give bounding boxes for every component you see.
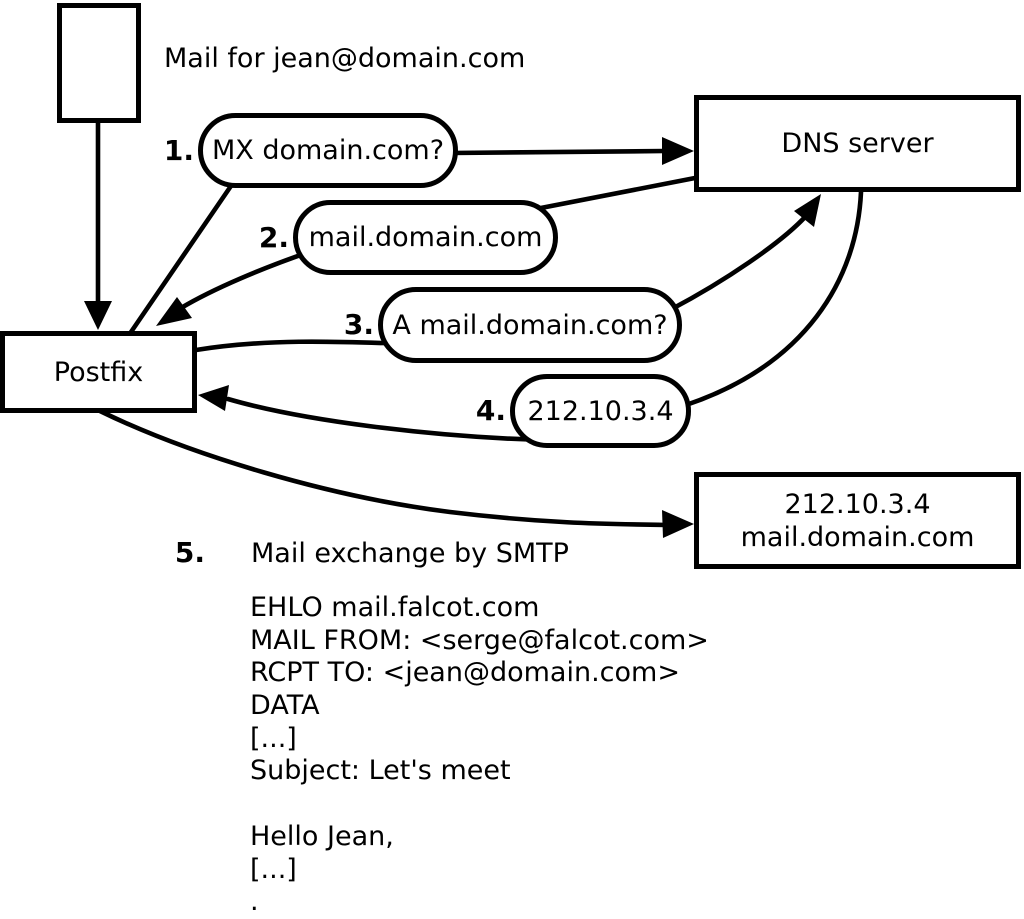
line-reply2-to-postfix bbox=[178, 247, 318, 311]
step-2-number: 2. bbox=[258, 221, 289, 254]
reply-bubble-mx-label: mail.domain.com bbox=[308, 222, 543, 253]
mail-host-ip: 212.10.3.4 bbox=[784, 488, 931, 520]
smtp-session-transcript: EHLO mail.falcot.com MAIL FROM: <serge@f… bbox=[250, 592, 709, 919]
line-query1-to-dns bbox=[447, 148, 668, 156]
smtp-line-end-dot: . bbox=[250, 886, 259, 918]
smtp-line: Subject: Let's meet bbox=[250, 755, 511, 787]
arrowhead-query1-to-dns bbox=[662, 137, 694, 165]
step-3-number: 3. bbox=[343, 308, 374, 341]
mail-host-node: 212.10.3.4 mail.domain.com bbox=[694, 472, 1021, 569]
mail-host-name: mail.domain.com bbox=[740, 521, 975, 553]
arrowhead-query3-to-dns bbox=[794, 194, 821, 227]
postfix-node: Postfix bbox=[0, 331, 197, 413]
arrowhead-reply2-to-postfix bbox=[156, 297, 192, 326]
dns-server-node: DNS server bbox=[694, 95, 1021, 192]
step-5-label: Mail exchange by SMTP bbox=[251, 538, 569, 569]
step-5-number: 5. bbox=[174, 536, 205, 569]
smtp-line: MAIL FROM: <serge@falcot.com> bbox=[250, 624, 709, 656]
query-bubble-a-record: A mail.domain.com? bbox=[378, 287, 682, 363]
step-4-number: 4. bbox=[475, 394, 506, 427]
line-postfix-to-query3 bbox=[193, 339, 413, 353]
step-1-number: 1. bbox=[163, 134, 194, 167]
dns-server-node-label: DNS server bbox=[781, 128, 934, 159]
line-reply4-to-postfix bbox=[225, 396, 548, 443]
reply-bubble-ip-label: 212.10.3.4 bbox=[527, 395, 674, 427]
diagram-title: Mail for jean@domain.com bbox=[164, 43, 526, 74]
query-bubble-a-record-label: A mail.domain.com? bbox=[392, 309, 668, 341]
smtp-line: EHLO mail.falcot.com bbox=[250, 592, 540, 623]
query-bubble-mx: MX domain.com? bbox=[198, 113, 458, 188]
smtp-line: [...] bbox=[250, 722, 297, 754]
line-postfix-to-query1 bbox=[128, 180, 236, 335]
arrowhead-postfix-to-mailhost bbox=[662, 510, 694, 538]
smtp-line: RCPT TO: <jean@domain.com> bbox=[250, 657, 680, 689]
reply-bubble-mx: mail.domain.com bbox=[293, 200, 558, 275]
reply-bubble-ip: 212.10.3.4 bbox=[510, 374, 691, 448]
postfix-node-label: Postfix bbox=[53, 356, 144, 388]
smtp-line: [...] bbox=[250, 853, 297, 885]
line-query3-to-dns bbox=[667, 213, 809, 313]
mail-message-icon bbox=[57, 3, 141, 123]
query-bubble-mx-label: MX domain.com? bbox=[211, 135, 445, 166]
smtp-line-blank bbox=[250, 788, 709, 821]
line-dns-to-reply4 bbox=[683, 189, 864, 408]
smtp-line: Hello Jean, bbox=[250, 820, 394, 852]
smtp-line: DATA bbox=[250, 690, 320, 722]
line-postfix-to-mailhost-smtp bbox=[97, 408, 669, 528]
arrowhead-mail-to-postfix bbox=[84, 301, 112, 330]
arrowhead-reply4-to-postfix bbox=[198, 385, 229, 411]
